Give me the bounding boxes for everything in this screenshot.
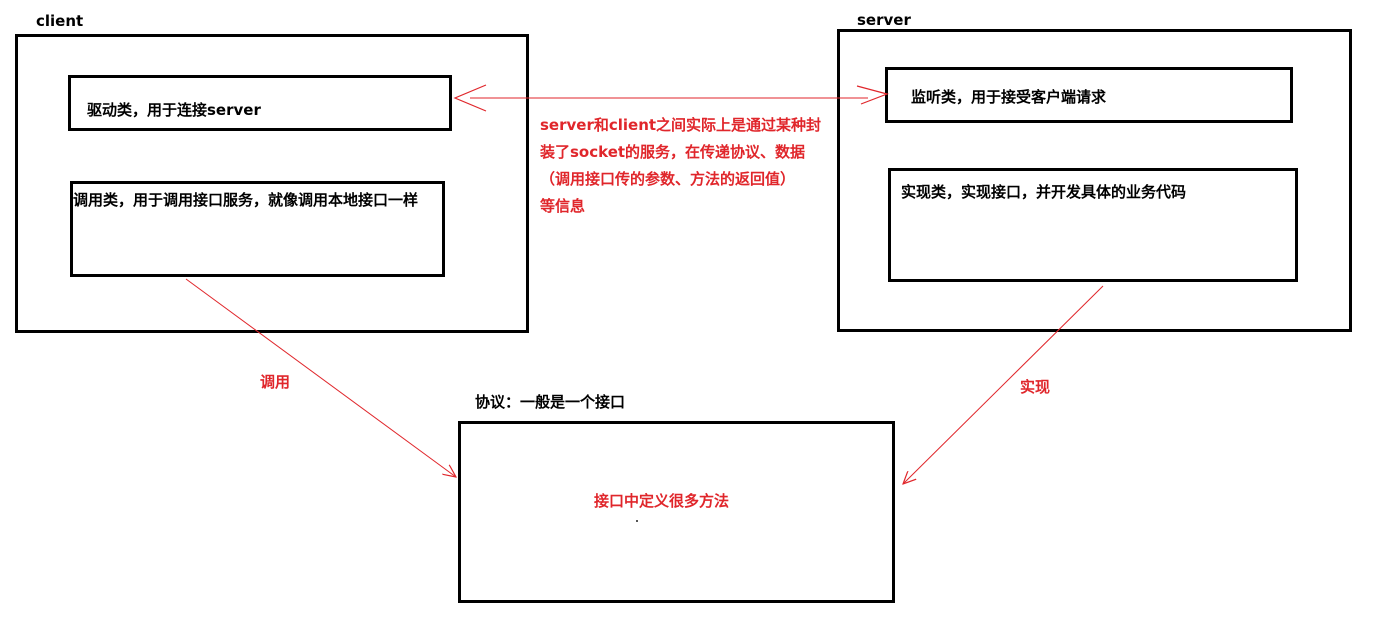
protocol-box <box>458 421 895 603</box>
caller-class-label: 调用类，用于调用接口服务，就像调用本地接口一样 <box>73 191 419 209</box>
server-title: server <box>857 11 911 29</box>
note-line: 装了socket的服务，在传递协议、数据 <box>540 143 806 161</box>
client-box <box>15 34 529 333</box>
protocol-title: 协议：一般是一个接口 <box>475 393 626 411</box>
arrowhead-right-icon <box>856 85 889 105</box>
client-title: client <box>36 12 84 30</box>
protocol-content: 接口中定义很多方法 <box>594 492 730 510</box>
note-line: 等信息 <box>540 197 586 215</box>
server-box <box>837 29 1352 332</box>
impl-edge-label: 实现 <box>1020 378 1051 396</box>
driver-class-box <box>68 75 452 131</box>
caller-class-box <box>70 181 445 277</box>
call-arrow <box>185 278 456 477</box>
arrowhead-left-icon <box>453 84 487 112</box>
connection-note: server和client之间实际上是通过某种封 装了socket的服务，在传递… <box>540 112 840 220</box>
call-edge-label: 调用 <box>260 373 291 391</box>
impl-class-label: 实现类，实现接口，并开发具体的业务代码 <box>901 183 1187 201</box>
impl-class-box <box>888 168 1298 282</box>
listener-class-box <box>885 67 1293 123</box>
note-line: （调用接口传的参数、方法的返回值） <box>540 170 796 188</box>
driver-class-label: 驱动类，用于连接server <box>87 101 261 119</box>
impl-arrow <box>903 285 1104 484</box>
listener-class-label: 监听类，用于接受客户端请求 <box>911 88 1107 106</box>
note-line: server和client之间实际上是通过某种封 <box>540 116 822 134</box>
stray-dot <box>636 520 638 522</box>
